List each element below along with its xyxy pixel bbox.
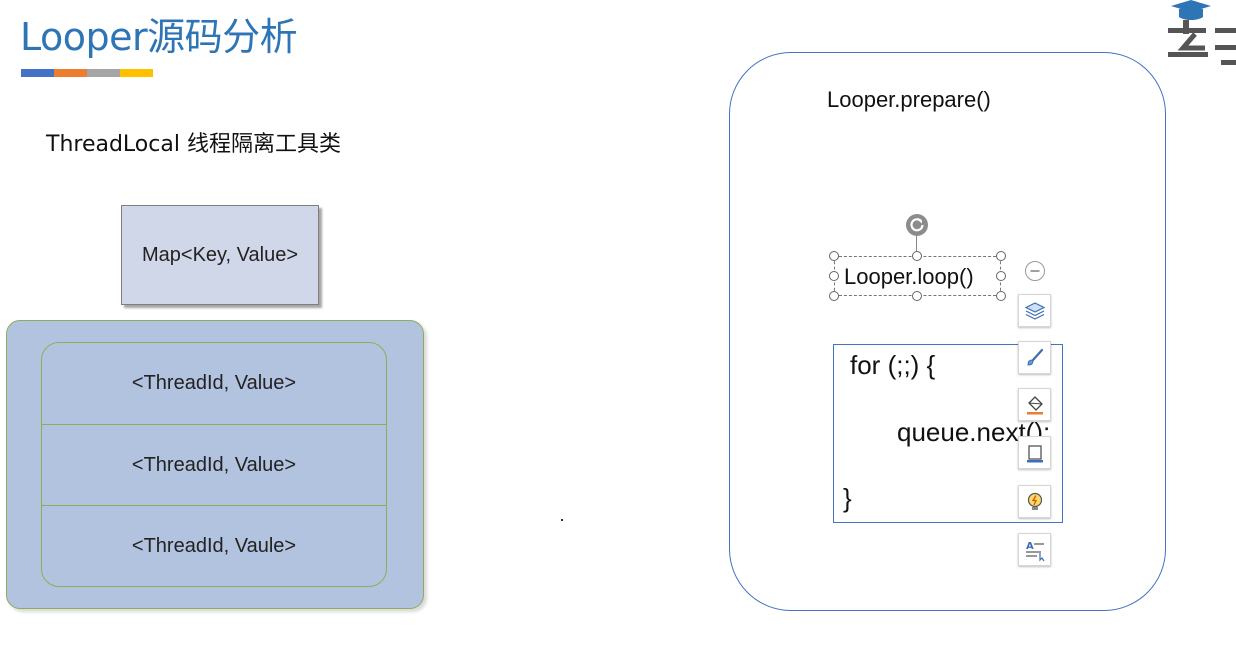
thread-row[interactable]: <ThreadId, Value>: [42, 424, 386, 505]
accent-bar-yellow: [120, 69, 153, 77]
looper-container[interactable]: [729, 52, 1166, 611]
accent-bar-gray: [87, 69, 120, 77]
thread-row-label: <ThreadId, Value>: [131, 453, 297, 476]
rotate-stem: [916, 236, 917, 252]
style-button[interactable]: [1018, 341, 1051, 374]
outline-button[interactable]: [1018, 436, 1051, 469]
rotate-icon: [910, 218, 924, 232]
map-box[interactable]: Map<Key, Value>: [121, 205, 319, 305]
brand-logo: [1165, 0, 1236, 74]
loop-label[interactable]: Looper.loop(): [844, 264, 974, 289]
layers-icon: [1024, 301, 1045, 320]
resize-handle[interactable]: [996, 251, 1006, 261]
resize-handle[interactable]: [996, 271, 1006, 281]
stray-dot: [561, 519, 563, 521]
thread-panel[interactable]: [6, 320, 424, 609]
accent-bar-orange: [54, 69, 87, 77]
text-effects-button[interactable]: A: [1018, 533, 1051, 566]
minus-icon: [1030, 270, 1040, 272]
prepare-label[interactable]: Looper.prepare(): [827, 87, 991, 112]
thread-row[interactable]: <ThreadId, Vaule>: [42, 505, 386, 586]
text-effects-icon: A: [1025, 541, 1044, 561]
ideas-button[interactable]: [1018, 485, 1051, 518]
thread-list[interactable]: <ThreadId, Value> <ThreadId, Value> <Thr…: [41, 342, 387, 587]
fill-bucket-icon: [1026, 395, 1043, 414]
accent-bar-blue: [21, 69, 54, 77]
resize-handle[interactable]: [829, 271, 839, 281]
lightbulb-icon: [1027, 492, 1042, 510]
layers-button[interactable]: [1018, 294, 1051, 327]
thread-row-label: <ThreadId, Value>: [131, 372, 297, 394]
resize-handle[interactable]: [912, 291, 922, 301]
frame-icon: [1026, 444, 1043, 462]
collapse-button[interactable]: [1025, 261, 1045, 281]
subtitle: ThreadLocal 线程隔离工具类: [46, 132, 341, 157]
resize-handle[interactable]: [829, 251, 839, 261]
map-box-label: Map<Key, Value>: [141, 243, 299, 266]
slide-title: Looper源码分析: [20, 15, 298, 59]
thread-row-label: <ThreadId, Vaule>: [131, 534, 297, 557]
resize-handle[interactable]: [912, 251, 922, 261]
thread-row[interactable]: <ThreadId, Value>: [42, 343, 386, 424]
svg-text:A: A: [1026, 541, 1034, 552]
resize-handle[interactable]: [829, 291, 839, 301]
resize-handle[interactable]: [996, 291, 1006, 301]
rotate-handle[interactable]: [906, 214, 928, 236]
fill-button[interactable]: [1018, 388, 1051, 421]
code-line: }: [843, 483, 852, 513]
paintbrush-icon: [1026, 348, 1043, 366]
code-line: for (;;) {: [850, 350, 936, 380]
